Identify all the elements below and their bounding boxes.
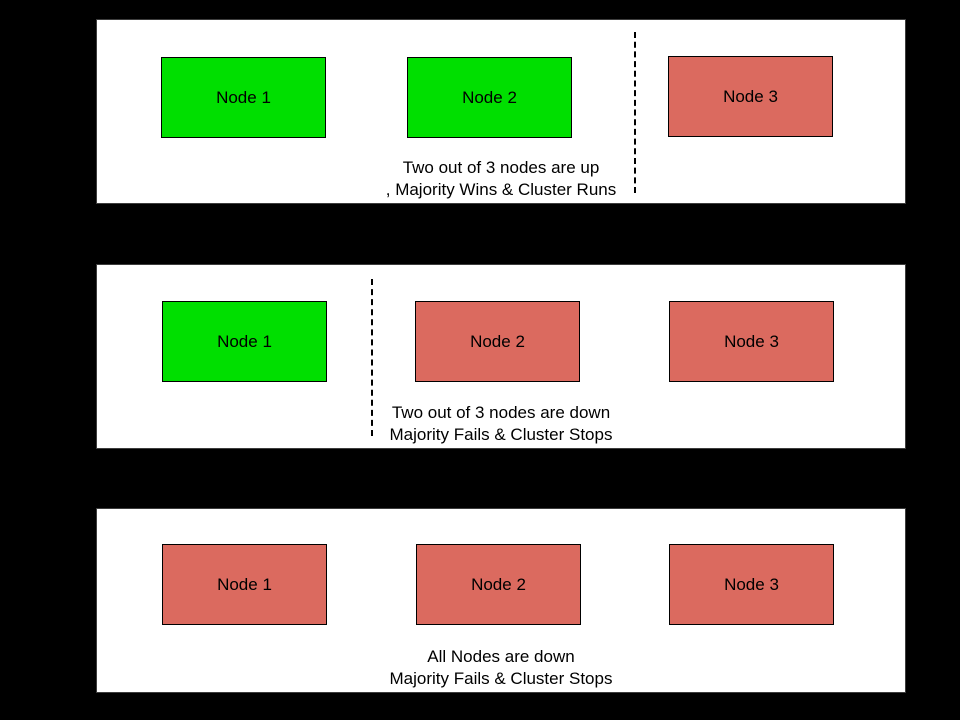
caption-line1: All Nodes are down <box>427 647 575 666</box>
node-box: Node 1 <box>162 544 327 625</box>
node-box: Node 2 <box>415 301 580 382</box>
node-label: Node 1 <box>217 574 272 594</box>
node-label: Node 1 <box>216 87 271 107</box>
node-label: Node 3 <box>724 574 779 594</box>
node-label: Node 2 <box>471 574 526 594</box>
caption-line1: Two out of 3 nodes are up <box>402 158 600 177</box>
caption-line2: Majority Fails & Cluster Stops <box>389 669 613 688</box>
node-label: Node 3 <box>723 86 778 106</box>
caption-line2: , Majority Wins & Cluster Runs <box>385 180 617 199</box>
caption-line2: Majority Fails & Cluster Stops <box>389 425 613 444</box>
node-box: Node 2 <box>416 544 581 625</box>
node-label: Node 2 <box>462 87 517 107</box>
partition-divider-dashed-line <box>371 279 373 436</box>
node-box: Node 3 <box>669 544 834 625</box>
caption-line1: Two out of 3 nodes are down <box>391 403 611 422</box>
node-box: Node 1 <box>162 301 327 382</box>
node-box: Node 1 <box>161 57 326 138</box>
node-box: Node 3 <box>669 301 834 382</box>
partition-divider-dashed-line <box>634 32 636 193</box>
scenario-caption: Two out of 3 nodes are up , Majority Wins… <box>97 157 905 201</box>
node-label: Node 1 <box>217 331 272 351</box>
node-label: Node 2 <box>470 331 525 351</box>
scenario-panel-two-down: Node 1 Node 2 Node 3 Two out of 3 nodes … <box>96 264 906 449</box>
node-box: Node 2 <box>407 57 572 138</box>
node-label: Node 3 <box>724 331 779 351</box>
scenario-panel-two-up: Node 1 Node 2 Node 3 Two out of 3 nodes … <box>96 19 906 204</box>
node-box: Node 3 <box>668 56 833 137</box>
